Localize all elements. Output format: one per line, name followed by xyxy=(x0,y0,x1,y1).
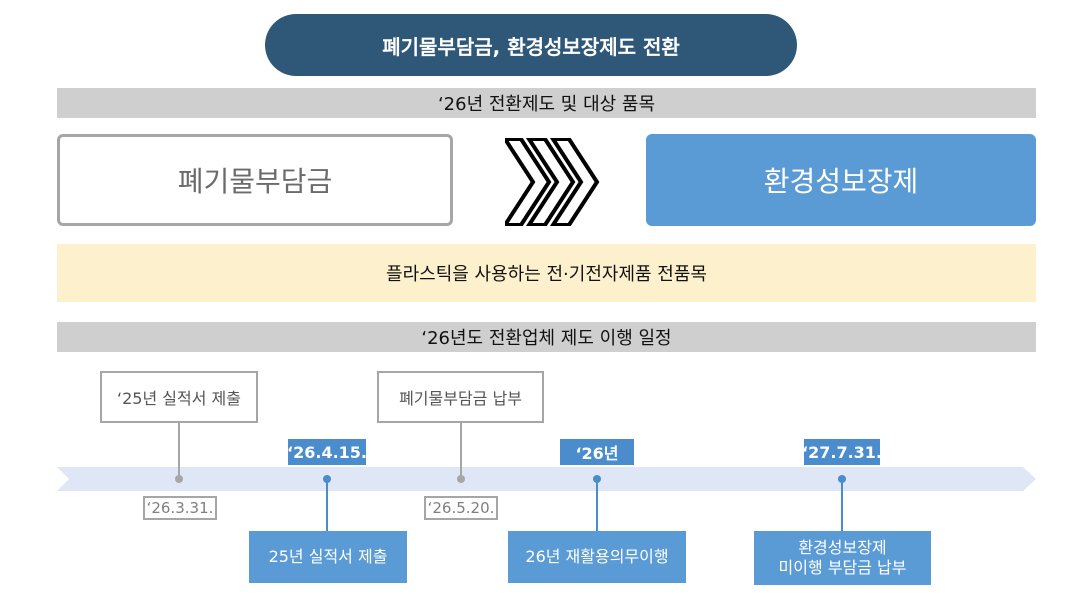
event-box-2: 26년 재활용의무이행 xyxy=(508,531,686,583)
event-line: 25년 실적서 제출 xyxy=(268,547,388,566)
callout-upper-2: 폐기물부담금 납부 xyxy=(377,371,544,423)
section-heading-items: ‘26년 전환제도 및 대상 품목 xyxy=(57,88,1036,118)
date-gray-1: ‘26.3.31. xyxy=(143,496,217,520)
event-line: 미이행 부담금 납부 xyxy=(778,558,907,577)
callout-upper-1: ‘25년 실적서 제출 xyxy=(100,371,258,423)
date-blue-3: ‘27.7.31. xyxy=(802,439,882,465)
main-title: 폐기물부담금, 환경성보장제도 전환 xyxy=(265,14,797,76)
old-system-box: 폐기물부담금 xyxy=(57,134,453,226)
date-blue-1: ‘26.4.15. xyxy=(287,439,367,465)
connector-line xyxy=(596,482,598,532)
event-box-1: 25년 실적서 제출 xyxy=(249,531,407,583)
event-line: 환경성보장제 xyxy=(798,538,887,557)
connector-line xyxy=(460,423,462,479)
timeline-arrow xyxy=(57,467,1036,491)
connector-line xyxy=(841,482,843,532)
event-line: 26년 재활용의무이행 xyxy=(525,547,669,566)
date-blue-2: ‘26년 xyxy=(560,439,634,465)
timeline-dot xyxy=(175,475,183,483)
connector-line xyxy=(178,423,180,479)
target-items-band: 플라스틱을 사용하는 전·기전자제품 전품목 xyxy=(57,244,1036,302)
triple-chevron-right-icon xyxy=(505,138,600,226)
timeline-dot xyxy=(593,475,601,483)
section-heading-schedule: ‘26년도 전환업체 제도 이행 일정 xyxy=(57,322,1036,352)
date-gray-2: ‘26.5.20. xyxy=(424,496,498,520)
new-system-box: 환경성보장제 xyxy=(646,134,1036,226)
connector-line xyxy=(326,482,328,532)
timeline-dot xyxy=(323,475,331,483)
event-box-3: 환경성보장제 미이행 부담금 납부 xyxy=(754,531,931,585)
timeline-dot xyxy=(457,475,465,483)
timeline-dot xyxy=(838,475,846,483)
